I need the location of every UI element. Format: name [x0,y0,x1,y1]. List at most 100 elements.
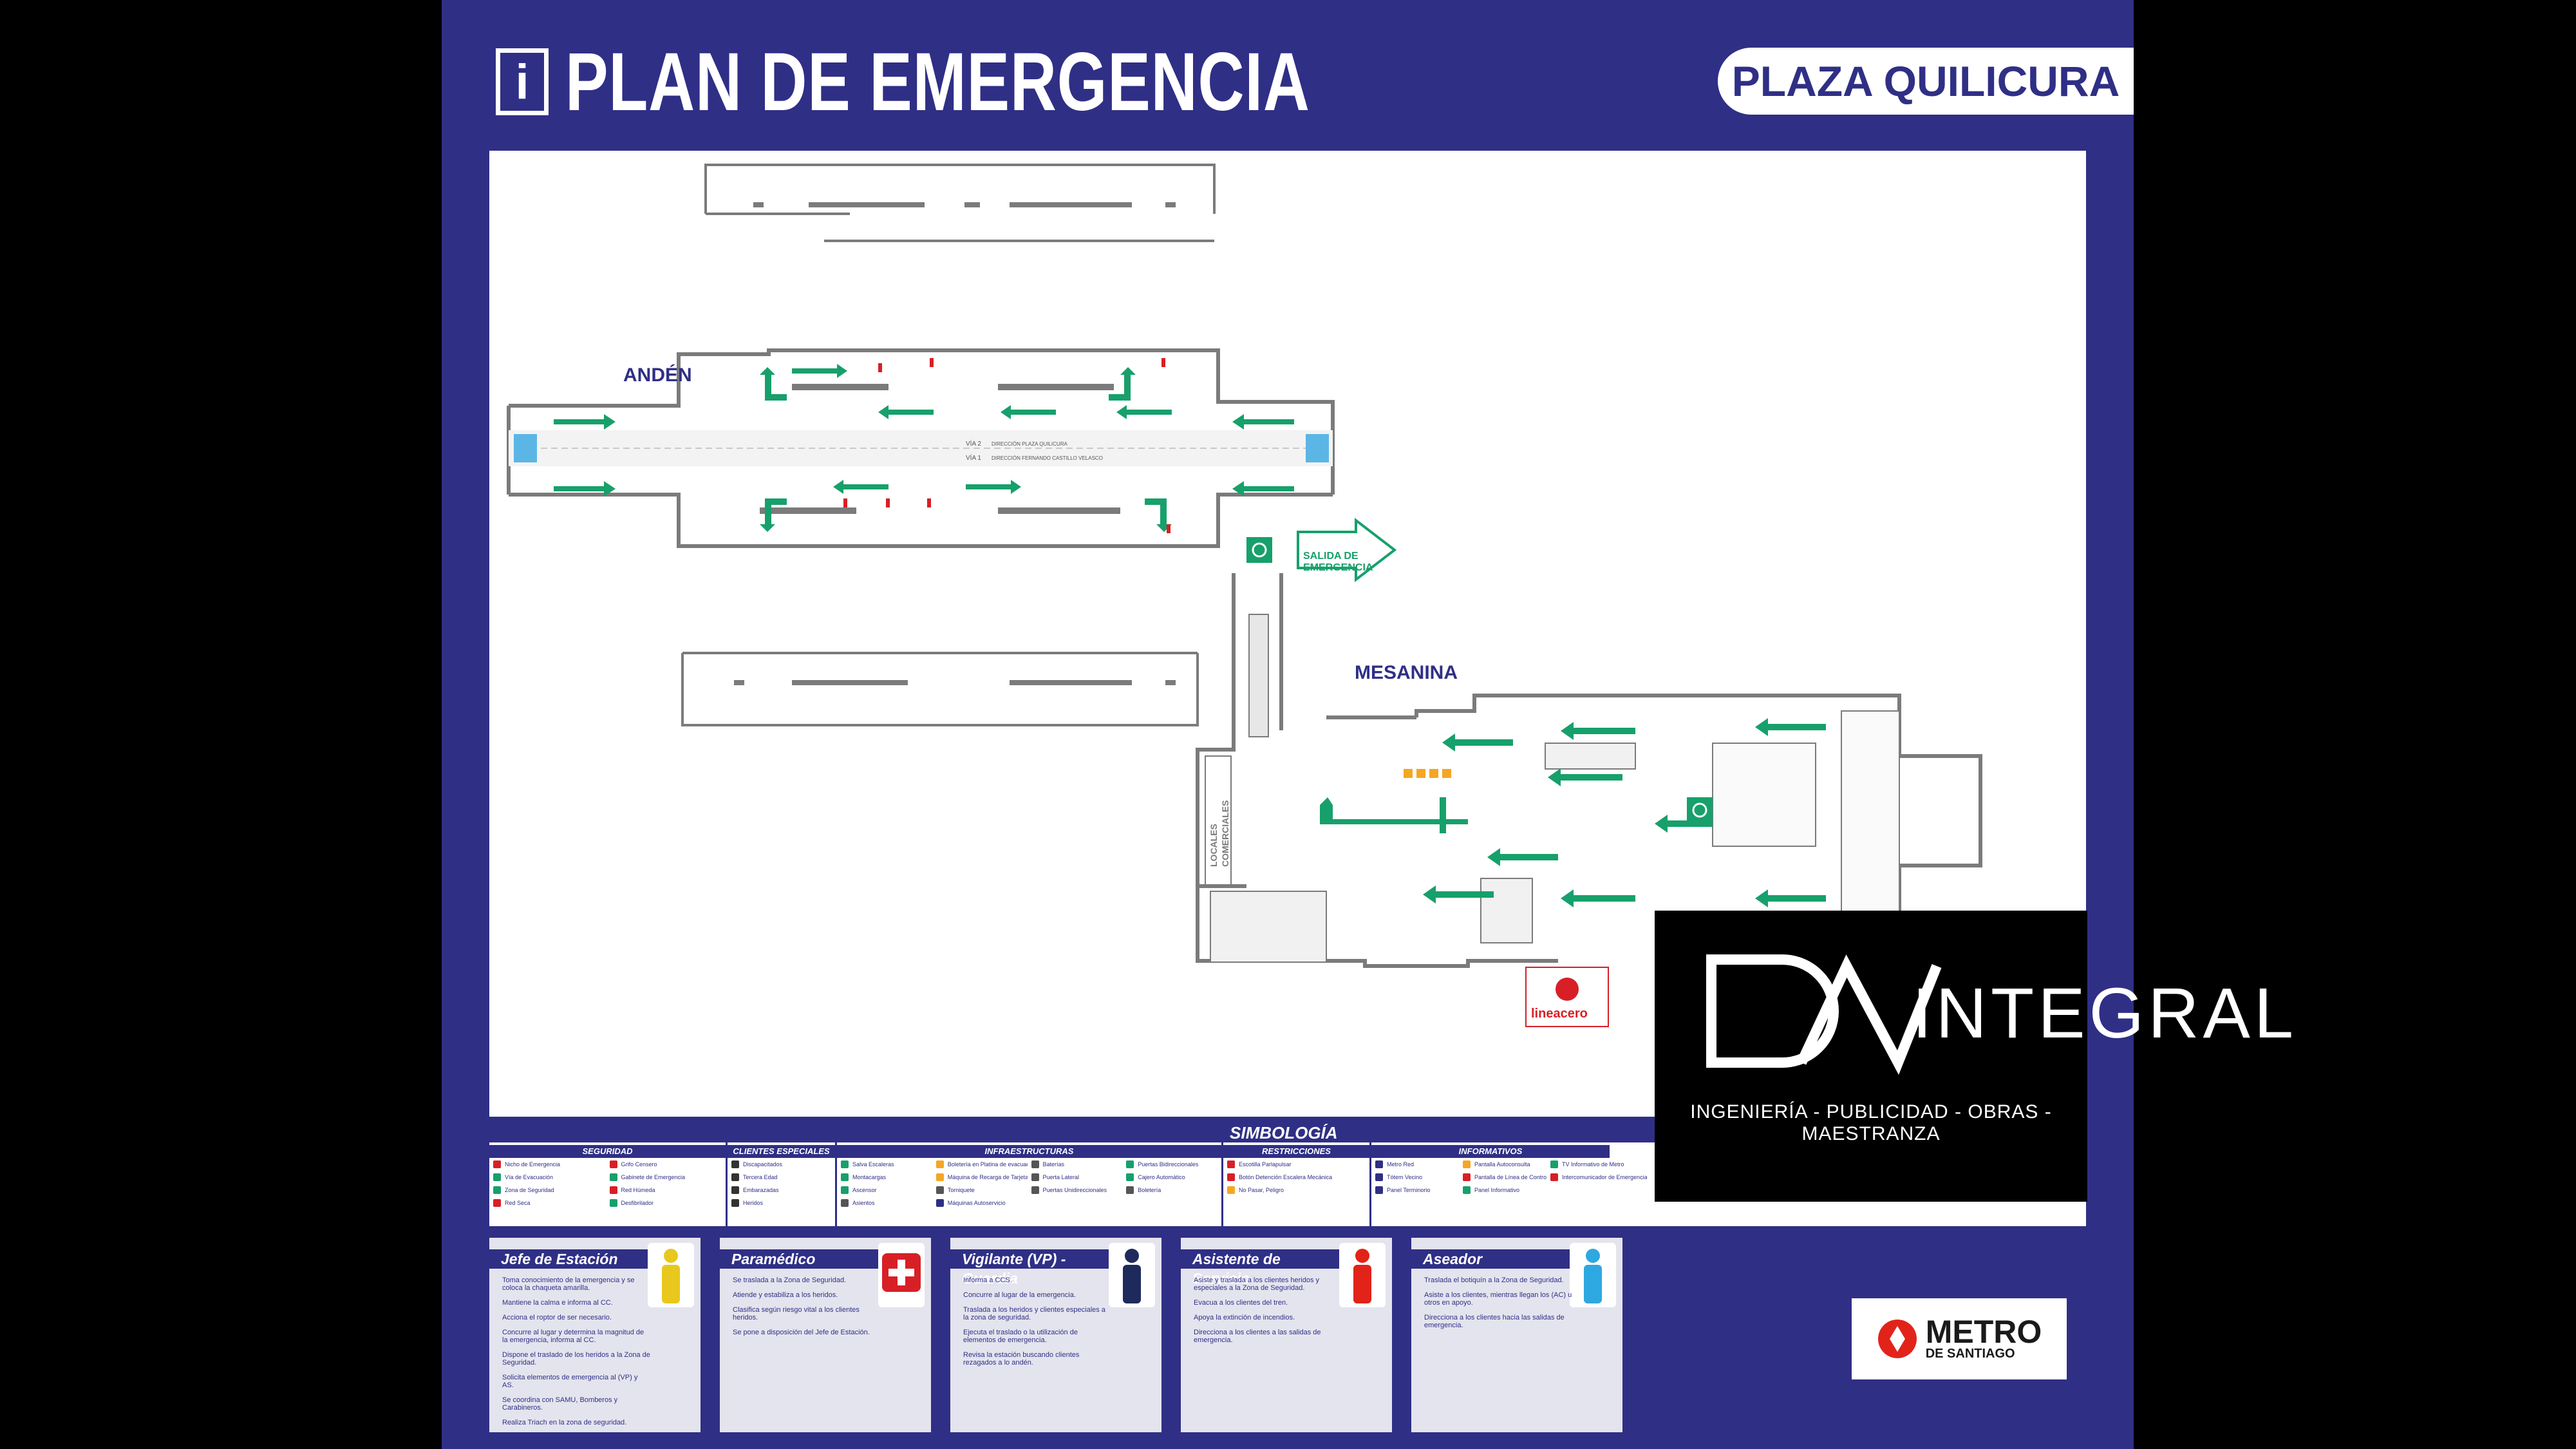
page-title: i PLAN DE EMERGENCIA [496,36,1520,128]
panel-icon [1375,1186,1383,1194]
safe-zone-icon [493,1186,501,1194]
role-task: Solicita elementos de emergencia al (VP)… [502,1374,638,1389]
legend-item: Máquinas Autoservicio [935,1199,1028,1207]
legend-item: Intercomunicador de Emergencia [1550,1173,1647,1181]
integral-tagline: INGENIERÍA - PUBLICIDAD - OBRAS - MAESTR… [1690,1101,2052,1144]
unidirectional-door-icon [1031,1186,1039,1194]
legend-col-clientes: CLIENTES ESPECIALES Discapacitados Terce… [728,1142,837,1226]
wet-network-icon [609,1186,617,1194]
role-title: Asistente de Servicio [1181,1249,1340,1287]
role-task: Se coordina con SAMU, Bomberos y Carabin… [502,1396,618,1412]
role-task: Revisa la estación buscando clientes rez… [963,1351,1080,1367]
role-task: Asiste a los clientes, mientras llegan l… [1424,1291,1572,1307]
role-card-paramedico: Paramédico Se traslada a la Zona de Segu… [720,1238,931,1432]
stair-lift-icon [841,1160,849,1168]
legend-item: Discapacitados [731,1160,831,1168]
stop-button-icon [1227,1173,1235,1181]
role-title: Paramédico [720,1249,879,1269]
integral-name: INTEGRAL [1912,974,2298,1053]
platform-end-left [514,434,537,462]
role-task: Concurre al lugar y determina la magnitu… [502,1329,644,1344]
legend-item: Pantalla Autoconsulta [1463,1160,1547,1168]
role-task: Traslada el botiquín a la Zona de Seguri… [1424,1276,1564,1284]
kiosk-icon [1463,1160,1471,1168]
legend-item: Panel Terminorio [1375,1186,1459,1194]
svg-text:EMERGENCIA: EMERGENCIA [1303,562,1373,573]
turnstile-icon [935,1186,944,1194]
red-person-icon [1339,1243,1386,1307]
legend-col-informativos: INFORMATIVOS Metro Red Pantalla Autocons… [1371,1142,2086,1226]
elevator-icon [841,1186,849,1194]
evacuation-route-icon [493,1173,501,1181]
tv-icon [1550,1160,1558,1168]
legend-item: Nicho de Emergencia [493,1160,606,1168]
via2-label: VÍA 2 [966,439,981,448]
legend-item: Heridos [731,1199,831,1207]
legend-item: Desfibrilador [609,1199,722,1207]
track-area [509,430,1333,466]
legend-item: Puertas Unidireccionales [1031,1186,1123,1194]
role-title: Aseador [1411,1249,1571,1269]
info-icon: i [496,48,549,115]
totem-icon [1375,1173,1383,1181]
integral-watermark: INTEGRAL INGENIERÍA - PUBLICIDAD - OBRAS… [1655,911,2293,1202]
legend-item: Grifo Censero [609,1160,722,1168]
defibrillator-icon [609,1199,617,1207]
extinguisher-markers [843,358,1170,533]
metro-sub: DE SANTIAGO [1925,1346,2015,1361]
nicho-icon [493,1160,501,1168]
service-markers [1404,769,1451,778]
legend-col-restricciones: RESTRICCIONES Escotilla Parlapulsar Botó… [1223,1142,1371,1226]
lower-corridor [681,652,1199,726]
floor-plan: VÍA 2 DIRECCIÓN PLAZA QUILICURA VÍA 1 DI… [489,151,2086,1117]
seats-icon [841,1199,849,1207]
role-task: Realiza Triach en la zona de seguridad. [502,1419,627,1426]
lineacero-text: lineacero [1531,1007,1588,1021]
legend-title: SIMBOLOGÍA [1230,1123,1338,1142]
legend-item: Puertas Bidireccionales [1126,1160,1217,1168]
role-task: Direcciona a los clientes a las salidas … [1194,1329,1321,1344]
exit-sign-icon [1246,537,1272,563]
role-card-aseador: Aseador Traslada el botiquín a la Zona d… [1411,1238,1622,1432]
metro-logo: METRO DE SANTIAGO [1852,1298,2067,1379]
bidirectional-door-icon [1126,1160,1134,1168]
ticket-office-icon [935,1160,944,1168]
legend-item: Torniquete [935,1186,1028,1194]
anden-label: ANDÉN [623,364,692,386]
role-title: Vigilante (VP) - Guardia [950,1249,1110,1287]
integral-logo-icon [1706,954,1942,1075]
upper-corridor [704,164,1216,242]
role-task: Atiende y estabiliza a los heridos. [733,1291,838,1299]
legend-item: Salva Escaleras [841,1160,932,1168]
role-task: Concurre al lugar de la emergencia. [963,1291,1076,1299]
via2-direction: DIRECCIÓN PLAZA QUILICURA [992,441,1067,447]
floor-plan-drawing: VÍA 2 DIRECCIÓN PLAZA QUILICURA VÍA 1 DI… [507,164,1982,1027]
platform-end-right [1306,434,1329,462]
legend-item: Zona de Seguridad [493,1186,606,1194]
elderly-icon [731,1173,739,1181]
mesanina-label: MESANINA [1355,662,1458,683]
legend-item: Embarazadas [731,1186,831,1194]
role-task: Asiste y traslada a los clientes heridos… [1194,1276,1320,1292]
legend-col-infra: INFRAESTRUCTURAS Salva Escaleras Boleter… [837,1142,1223,1226]
grifo-icon [609,1160,617,1168]
legend-item: Escotilla Parlapulsar [1227,1160,1366,1168]
legend-item: Red Seca [493,1199,606,1207]
metro-rhombus-icon [1877,1320,1917,1358]
intercom-icon [1550,1173,1558,1181]
legend-item: Máquina de Recarga de Tarjetas [935,1173,1028,1181]
role-task: Ejecuta el traslado o la utilización de … [963,1329,1078,1344]
legend-col-title: INFORMATIVOS [1371,1145,1610,1158]
evacuation-arrows-mezzanine [1320,718,1826,907]
safe-zone-icon [1687,797,1713,823]
legend-item: Puerta Lateral [1031,1173,1123,1181]
role-task: Direcciona a los clientes hacia las sali… [1424,1314,1565,1329]
legend-col-title: SEGURIDAD [489,1145,726,1158]
platform-benches [760,384,1120,514]
role-task: Mantiene la calma e informa al CC. [502,1299,613,1307]
role-task: Toma conocimiento de la emergencia y se … [502,1276,635,1292]
recharge-machine-icon [935,1173,944,1181]
legend-item: Cajero Automático [1126,1173,1217,1181]
info-panel-icon [1463,1186,1471,1194]
escalator [1248,614,1269,737]
